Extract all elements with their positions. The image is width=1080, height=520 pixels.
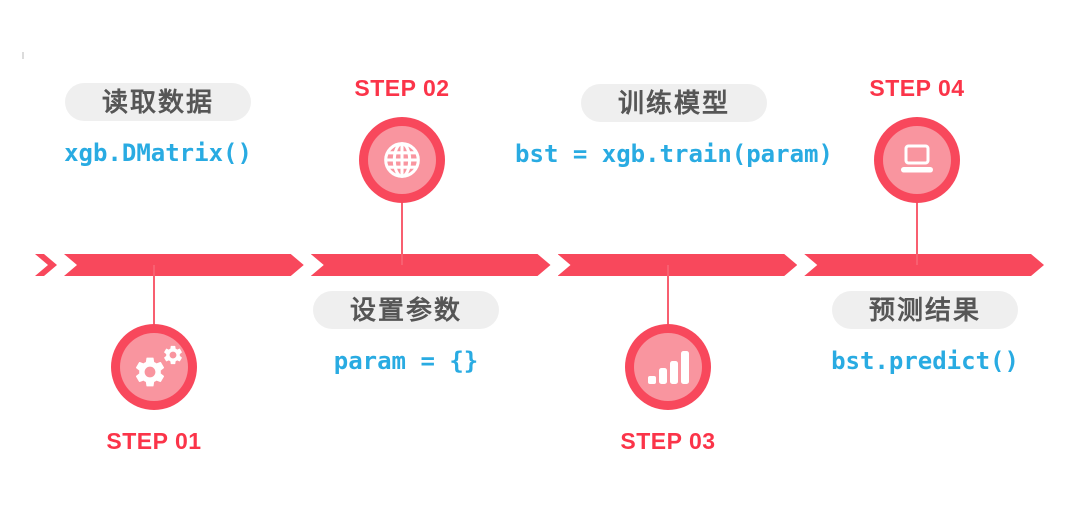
step-03-text-group: 训练模型 bst = xgb.train(param) xyxy=(494,84,854,168)
step-03-label: STEP 03 xyxy=(620,428,716,454)
arrow-start-chevron-icon xyxy=(35,254,57,276)
step-02-title-pill: 设置参数 xyxy=(312,291,499,329)
globe-icon xyxy=(384,142,420,178)
step-04-title-pill: 预测结果 xyxy=(831,291,1018,329)
step-02-label: STEP 02 xyxy=(354,75,450,101)
arrow-segment-3 xyxy=(558,254,798,276)
arrow-segment-4 xyxy=(804,254,1044,276)
connector-step-03 xyxy=(667,265,669,367)
arrow-segment-1 xyxy=(64,254,304,276)
stray-mark xyxy=(22,52,24,59)
step-02-text-group: 设置参数 param = {} xyxy=(226,291,586,375)
step-04-code: bst.predict() xyxy=(831,347,1019,375)
step-01-node-inner xyxy=(120,333,188,401)
step-01-node xyxy=(111,324,197,410)
step-04-node-inner xyxy=(883,126,951,194)
step-02-code: param = {} xyxy=(333,347,479,375)
step-03-title-pill: 训练模型 xyxy=(580,84,767,122)
step-04-node xyxy=(874,117,960,203)
laptop-icon xyxy=(901,144,933,173)
connector-step-04 xyxy=(916,160,918,265)
step-04-text-group: 预测结果 bst.predict() xyxy=(745,291,1080,375)
gears-icon xyxy=(135,345,182,387)
step-03-code: bst = xgb.train(param) xyxy=(515,140,833,168)
connector-step-01 xyxy=(153,265,155,367)
connector-step-02 xyxy=(401,160,403,265)
step-02-node xyxy=(359,117,445,203)
arrow-segment-2 xyxy=(311,254,551,276)
bar-chart-icon xyxy=(648,351,689,384)
step-02-node-inner xyxy=(368,126,436,194)
step-04-label: STEP 04 xyxy=(869,75,965,101)
step-01-code: xgb.DMatrix() xyxy=(64,139,252,167)
step-01-text-group: 读取数据 xgb.DMatrix() xyxy=(0,83,338,167)
step-03-node-inner xyxy=(634,333,702,401)
step-03-node xyxy=(625,324,711,410)
step-01-label: STEP 01 xyxy=(106,428,202,454)
step-01-title-pill: 读取数据 xyxy=(64,83,251,121)
timeline-arrow-band xyxy=(35,254,1044,276)
